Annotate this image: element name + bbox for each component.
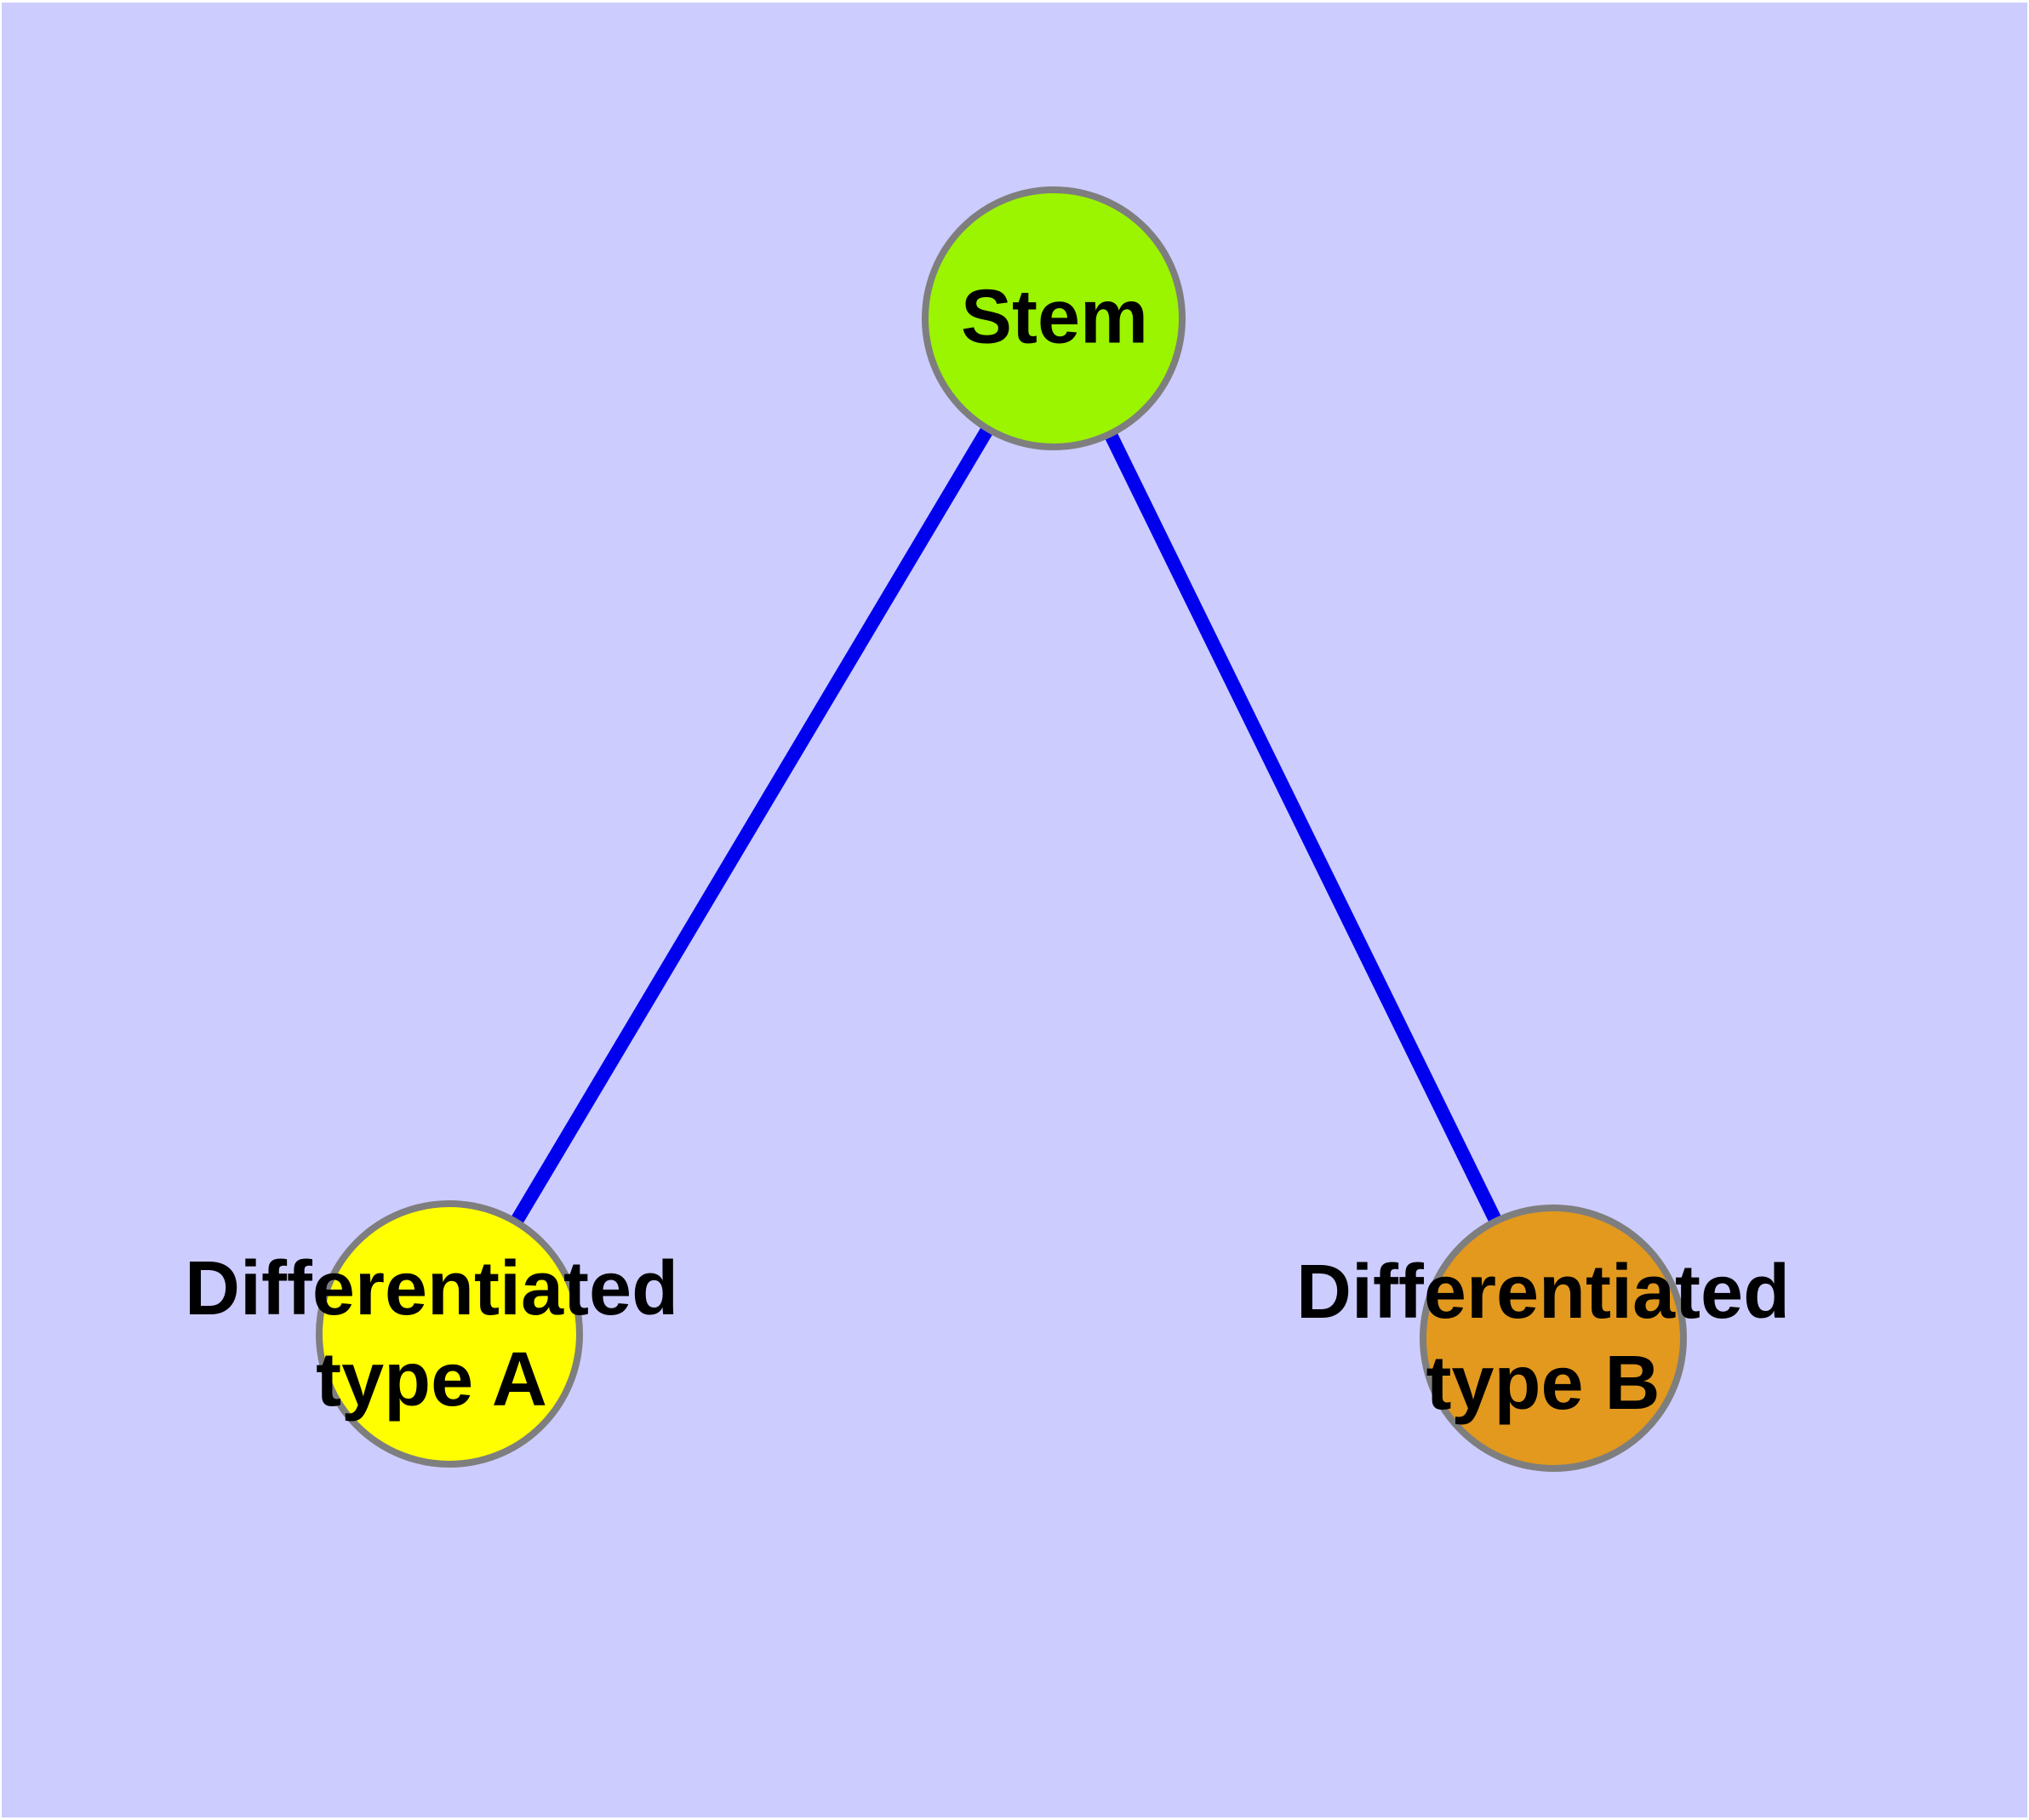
node-stem-circle	[922, 186, 1186, 450]
node-differentiated-type-a-label-line1: Differentiated	[184, 1246, 679, 1331]
node-stem-label-line: Stem	[960, 274, 1149, 360]
node-stem-label: Stem	[961, 272, 1148, 363]
edge-stem-to-type-a	[443, 314, 1060, 1338]
node-differentiated-type-a-circle	[316, 1200, 583, 1468]
node-differentiated-type-b-label: Differentiated type B	[1296, 1247, 1790, 1429]
node-differentiated-type-b-circle	[1420, 1205, 1687, 1472]
node-differentiated-type-a-label: Differentiated type A	[185, 1244, 678, 1426]
node-differentiated-type-a-label-line2: type A	[316, 1337, 547, 1422]
node-differentiated-type-b-label-line1: Differentiated	[1295, 1250, 1791, 1335]
node-differentiated-type-b-label-line2: type B	[1426, 1341, 1660, 1426]
edge-stem-to-type-b	[1047, 315, 1560, 1342]
